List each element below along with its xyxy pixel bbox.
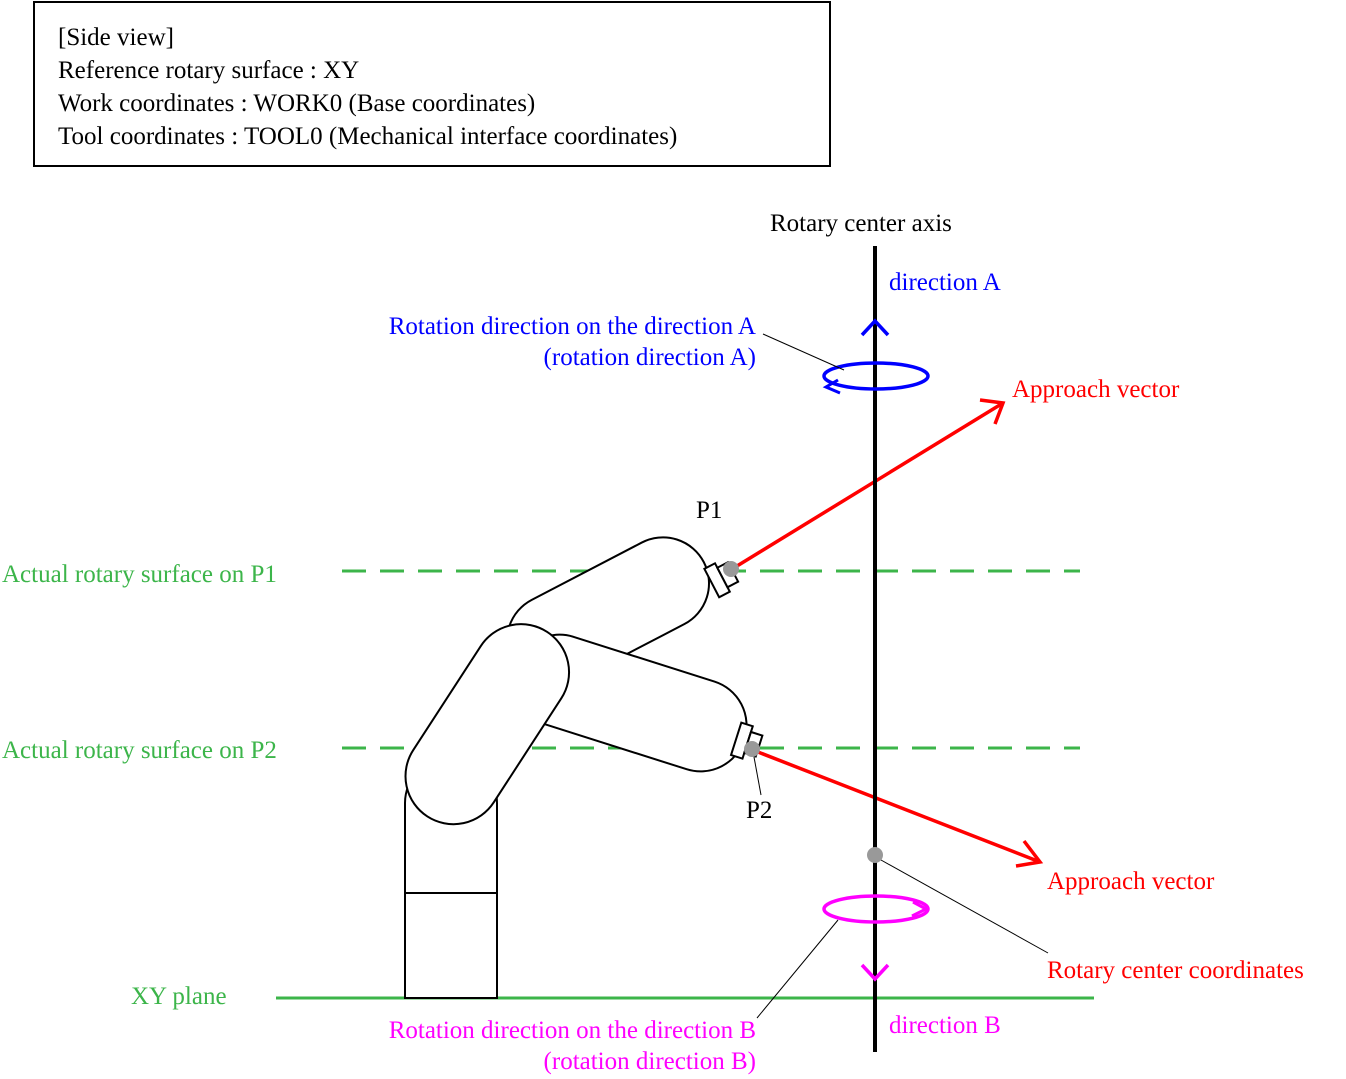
robot-wrist-p1	[703, 560, 740, 599]
leader-rotation-b	[756, 919, 839, 1019]
leader-rotation-a	[762, 333, 845, 371]
info-line-view: [Side view]	[58, 24, 174, 51]
label-actual-surface-p2: Actual rotary surface on P2	[2, 737, 277, 764]
label-direction-a: direction A	[889, 269, 1001, 296]
label-approach-vector-2: Approach vector	[1047, 868, 1215, 895]
label-rotation-b-line1: Rotation direction on the direction B	[389, 1017, 756, 1044]
leader-rotary-center	[880, 859, 1049, 954]
rotation-b-icon	[822, 894, 930, 924]
approach-vector-p1-arrowhead	[979, 398, 1006, 425]
label-approach-vector-1: Approach vector	[1012, 376, 1180, 403]
label-direction-b: direction B	[889, 1012, 1001, 1039]
label-rotation-b-line2: (rotation direction B)	[544, 1048, 756, 1075]
point-p1	[723, 561, 739, 577]
label-rotary-center-axis: Rotary center axis	[770, 210, 952, 237]
label-actual-surface-p1: Actual rotary surface on P1	[2, 561, 277, 588]
rotary-center-point	[867, 847, 883, 863]
rotation-a-icon	[822, 361, 930, 395]
leader-p2	[753, 756, 762, 796]
label-rotation-a-line2: (rotation direction A)	[544, 344, 756, 371]
label-rotary-center-coordinates: Rotary center coordinates	[1047, 957, 1304, 984]
info-line-tool-coordinates: Tool coordinates : TOOL0 (Mechanical int…	[58, 123, 677, 150]
label-p2: P2	[746, 797, 772, 824]
label-p1: P1	[696, 497, 722, 524]
approach-vector-p1	[736, 398, 1006, 568]
robot-base	[404, 892, 498, 999]
label-xy-plane: XY plane	[131, 983, 227, 1010]
direction-a-arrowhead	[860, 318, 890, 337]
point-p2	[744, 741, 760, 757]
info-box-frame	[33, 1, 831, 167]
approach-vector-p2-arrowhead	[1015, 839, 1044, 868]
info-box: [Side view] Reference rotary surface : X…	[33, 1, 831, 167]
robot-shoulder-link	[404, 623, 571, 826]
approach-vector-p2	[757, 750, 1044, 868]
info-line-work-coordinates: Work coordinates : WORK0 (Base coordinat…	[58, 90, 535, 117]
info-line-reference-surface: Reference rotary surface : XY	[58, 57, 359, 84]
label-rotation-a-line1: Rotation direction on the direction A	[389, 313, 756, 340]
robot-arm	[404, 536, 764, 999]
direction-b-arrowhead	[860, 963, 890, 982]
